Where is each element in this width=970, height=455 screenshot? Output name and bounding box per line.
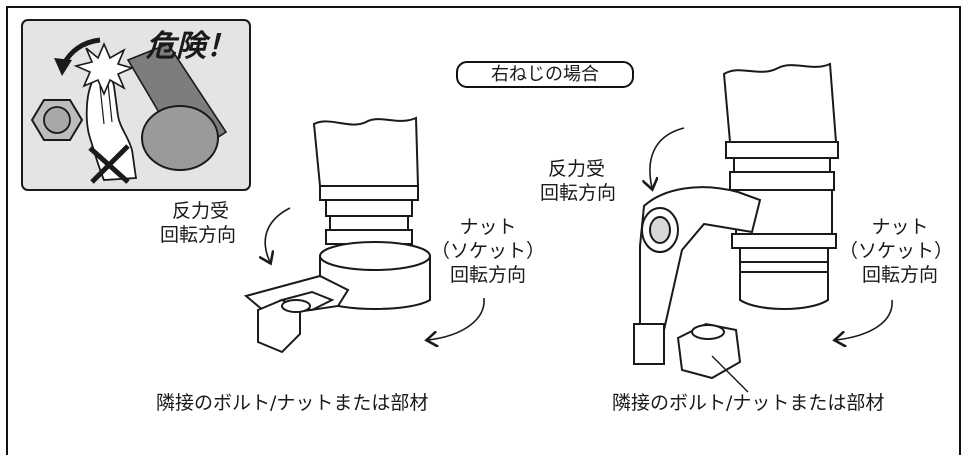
left-torque-wrench bbox=[243, 116, 431, 354]
nut-icon bbox=[30, 99, 84, 141]
warning-panel bbox=[21, 19, 251, 191]
right-nut-label-line2: （ソケット） bbox=[838, 240, 953, 262]
left-nut-label-line1: ナット bbox=[459, 216, 517, 238]
right-nut-label-line3: 回転方向 bbox=[861, 264, 938, 286]
roller-icon bbox=[126, 43, 228, 171]
right-reaction-label-line1: 反力受 bbox=[548, 158, 606, 180]
right-nut-rotation-arrow bbox=[836, 299, 893, 340]
diagram-frame bbox=[6, 6, 961, 455]
title-badge: 右ねじの場合 bbox=[456, 61, 634, 88]
left-nut-label-line3: 回転方向 bbox=[449, 264, 526, 286]
left-reaction-label-line1: 反力受 bbox=[172, 200, 230, 222]
impact-icon bbox=[73, 41, 135, 97]
left-adjacent-label: 隣接のボルト/ナットまたは部材 bbox=[156, 392, 429, 414]
right-torque-wrench bbox=[633, 62, 839, 380]
right-reaction-label-line2: 回転方向 bbox=[540, 182, 617, 204]
warning-text: 危険！ bbox=[146, 29, 236, 64]
right-adjacent-label: 隣接のボルト/ナットまたは部材 bbox=[612, 392, 885, 414]
left-nut-rotation-arrow bbox=[428, 297, 485, 340]
left-reaction-rotation-arrow bbox=[265, 207, 291, 262]
left-reaction-label-line2: 回転方向 bbox=[160, 224, 237, 246]
prohibited-x-icon bbox=[88, 144, 130, 184]
title-text: 右ねじの場合 bbox=[491, 64, 599, 85]
right-adjacent-leader-line bbox=[711, 355, 749, 393]
right-nut-label-line1: ナット bbox=[871, 216, 929, 238]
right-reaction-rotation-arrow bbox=[650, 127, 685, 188]
left-nut-label-line2: （ソケット） bbox=[430, 240, 545, 262]
